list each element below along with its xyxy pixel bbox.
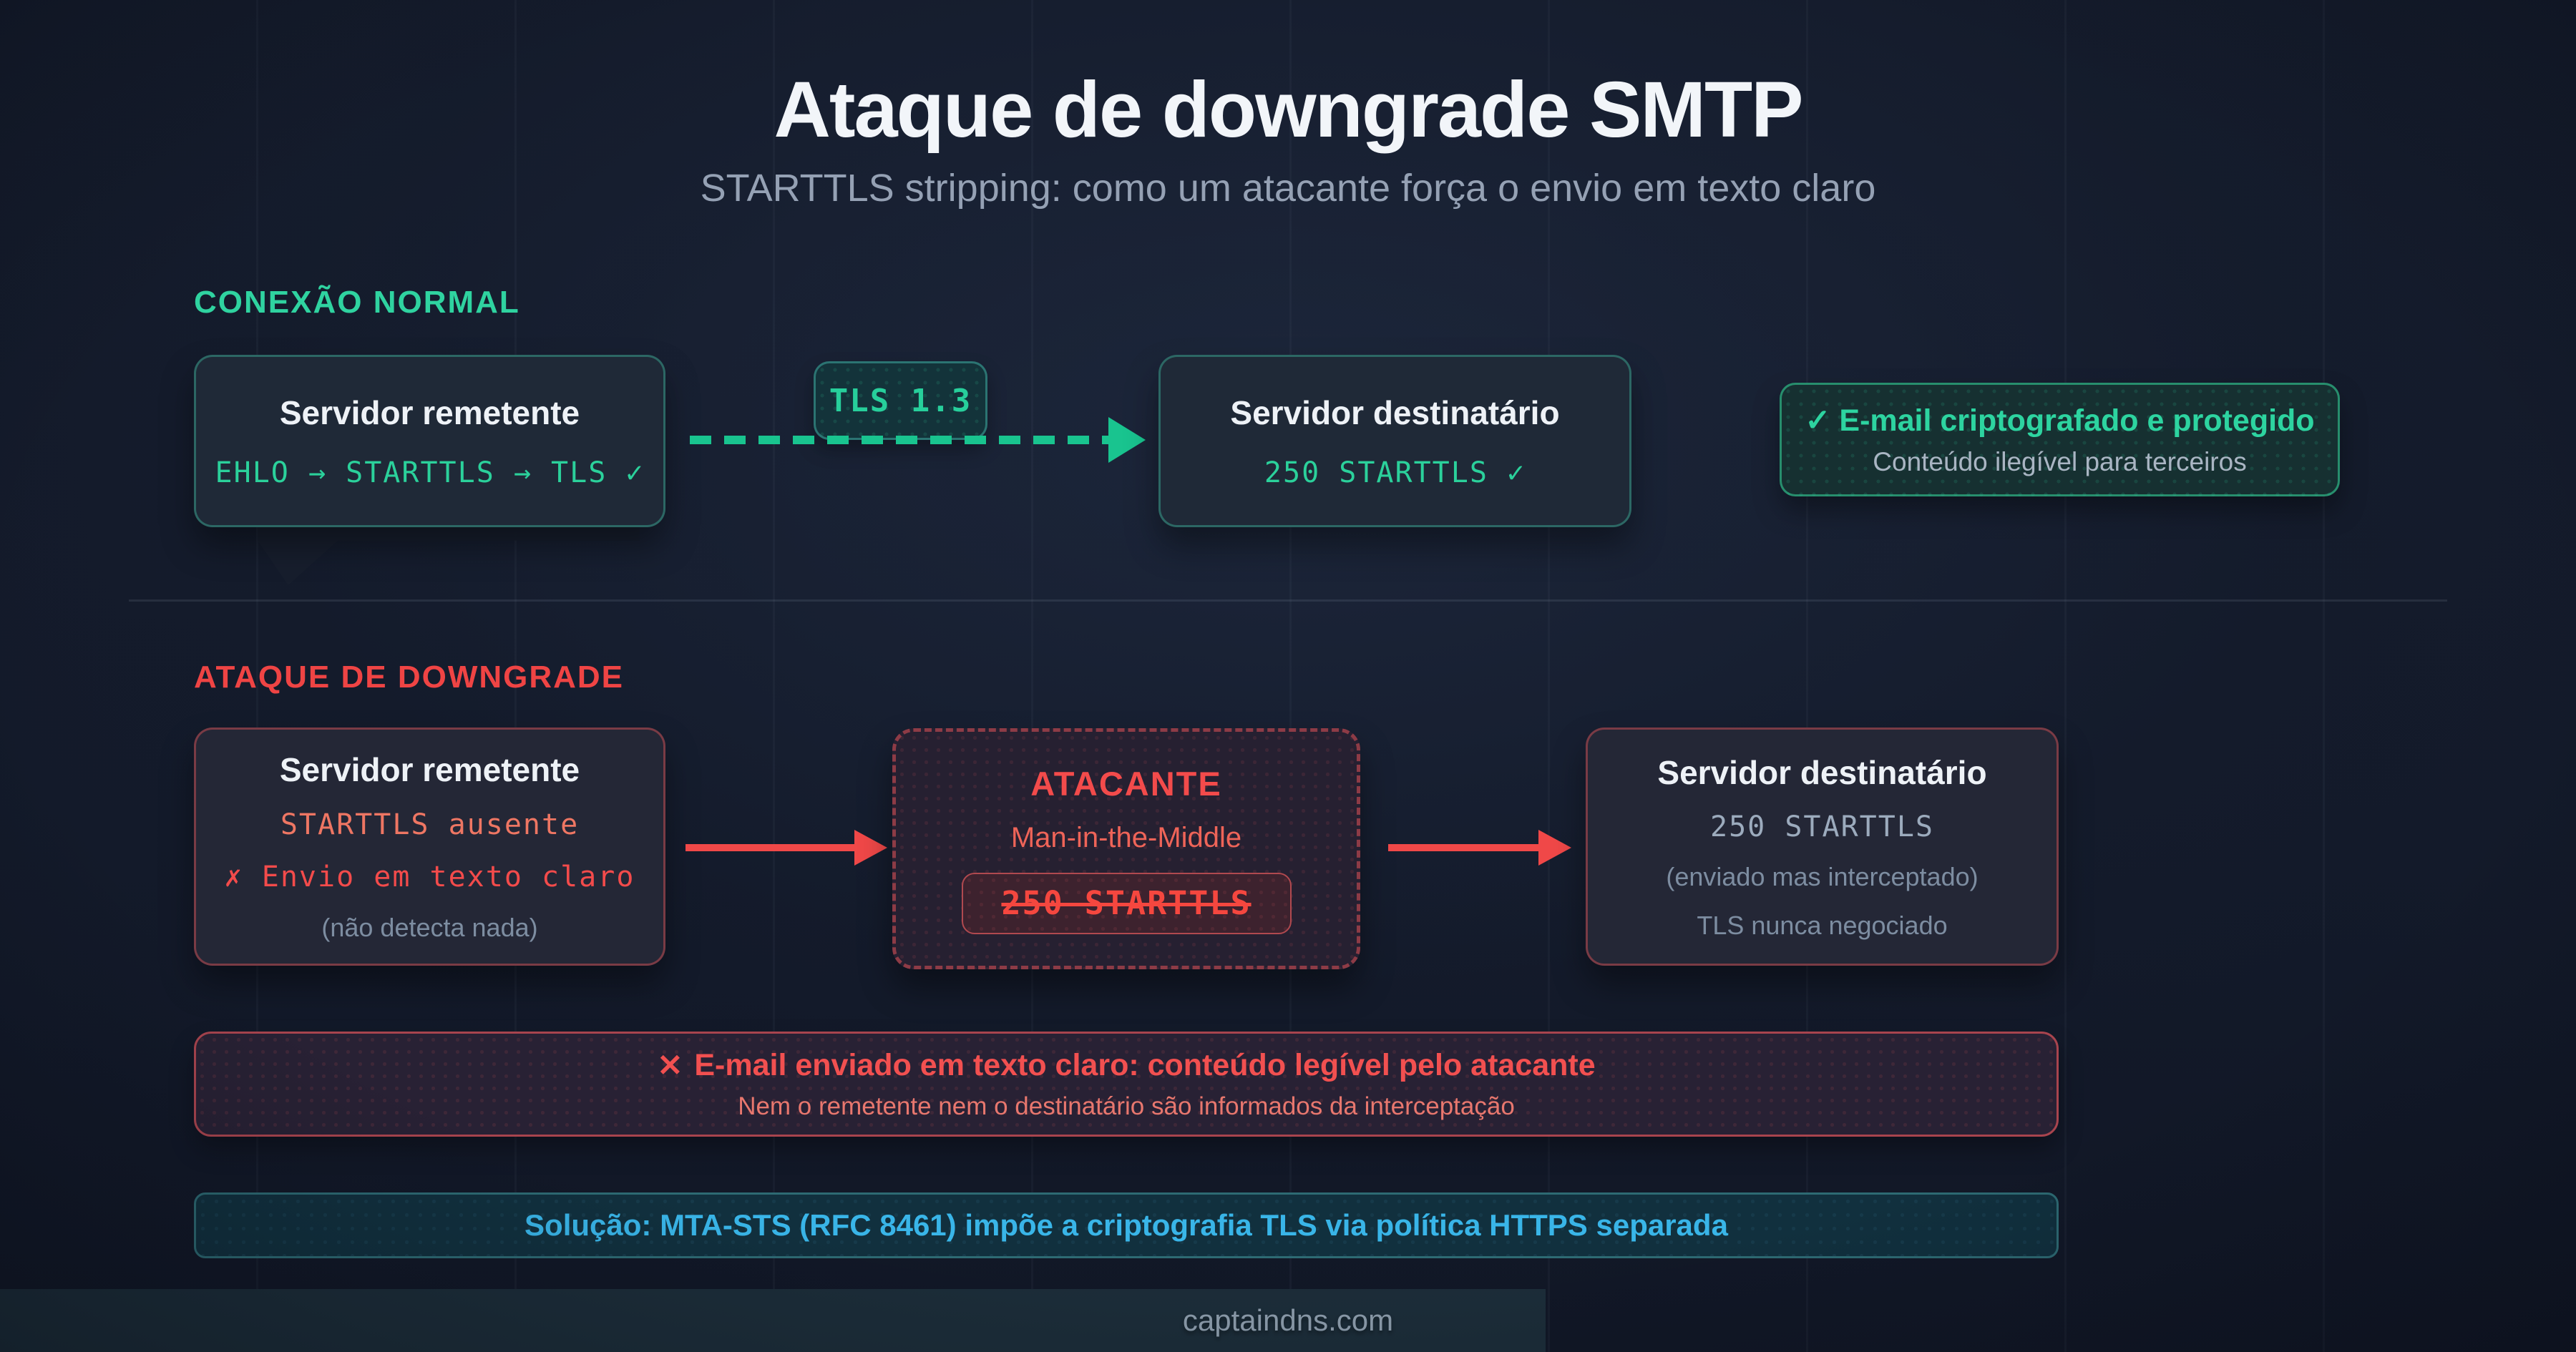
starttls-missing-code: STARTTLS ausente [280, 808, 580, 841]
card-title: Servidor destinatário [1657, 753, 1987, 791]
warning-title: ✕ E-mail enviado em texto claro: conteúd… [657, 1048, 1595, 1084]
attacker-subtitle: Man-in-the-Middle [1010, 821, 1242, 853]
result-title: ✓ E-mail criptografado e protegido [1805, 403, 2314, 439]
recipient-note-2: TLS nunca negociado [1697, 910, 1948, 940]
recipient-note-1: (enviado mas interceptado) [1666, 861, 1979, 891]
arrow-head-icon [854, 830, 887, 866]
normal-recipient-card: Servidor destinatário 250 STARTTLS ✓ [1158, 355, 1631, 527]
footer-bar [0, 1289, 1546, 1352]
result-title-text: E-mail criptografado e protegido [1839, 403, 2315, 438]
normal-sender-card: Servidor remetente EHLO → STARTTLS → TLS… [194, 355, 665, 527]
warning-subtitle: Nem o remetente nem o destinatário são i… [738, 1092, 1515, 1120]
attack-sender-card: Servidor remetente STARTTLS ausente ✗ En… [194, 728, 665, 966]
footer-site-label: captaindns.com [1182, 1303, 1394, 1337]
plaintext-warning-banner: ✕ E-mail enviado em texto claro: conteúd… [194, 1032, 2059, 1137]
warning-title-text: E-mail enviado em texto claro: conteúdo … [694, 1048, 1596, 1082]
arrow-head-icon [1108, 417, 1146, 463]
plaintext-send-code: ✗ Envio em texto claro [224, 861, 635, 893]
sender-card-shadow-tail [258, 526, 640, 585]
section-divider [129, 599, 2447, 602]
result-subtitle: Conteúdo ilegível para terceiros [1873, 446, 2247, 476]
card-title: Servidor remetente [279, 751, 580, 788]
arrow-head-icon [1538, 830, 1571, 866]
mta-sts-solution-banner: Solução: MTA-STS (RFC 8461) impõe a crip… [194, 1192, 2059, 1258]
attacker-title: ATACANTE [1030, 764, 1222, 803]
smtp-response-code: 250 STARTTLS ✓ [1264, 456, 1526, 489]
smtp-handshake-code: EHLO → STARTTLS → TLS ✓ [215, 456, 645, 489]
x-icon: ✕ [657, 1048, 683, 1083]
page-subtitle: STARTTLS stripping: como um atacante for… [700, 167, 1876, 210]
tls-version-badge: TLS 1.3 [814, 361, 987, 440]
attack-arrow-2 [1388, 844, 1543, 851]
smtp-response-code: 250 STARTTLS [1710, 810, 1934, 843]
check-icon: ✓ [1805, 403, 1831, 438]
sender-note: (não detecta nada) [321, 913, 538, 942]
encrypted-result-card: ✓ E-mail criptografado e protegido Conte… [1780, 383, 2340, 496]
stripped-response-badge: 250 STARTTLS [961, 872, 1292, 934]
attack-arrow-1 [686, 844, 864, 851]
attack-recipient-card: Servidor destinatário 250 STARTTLS (envi… [1586, 728, 2059, 966]
encrypted-connection-arrow [690, 436, 1111, 444]
card-title: Servidor remetente [279, 393, 580, 431]
attacker-card: ATACANTE Man-in-the-Middle 250 STARTTLS [892, 728, 1360, 969]
page-title: Ataque de downgrade SMTP [774, 66, 1803, 154]
section-label-normal: CONEXÃO NORMAL [194, 285, 520, 320]
section-label-attack: ATAQUE DE DOWNGRADE [194, 660, 625, 695]
card-title: Servidor destinatário [1230, 393, 1560, 431]
